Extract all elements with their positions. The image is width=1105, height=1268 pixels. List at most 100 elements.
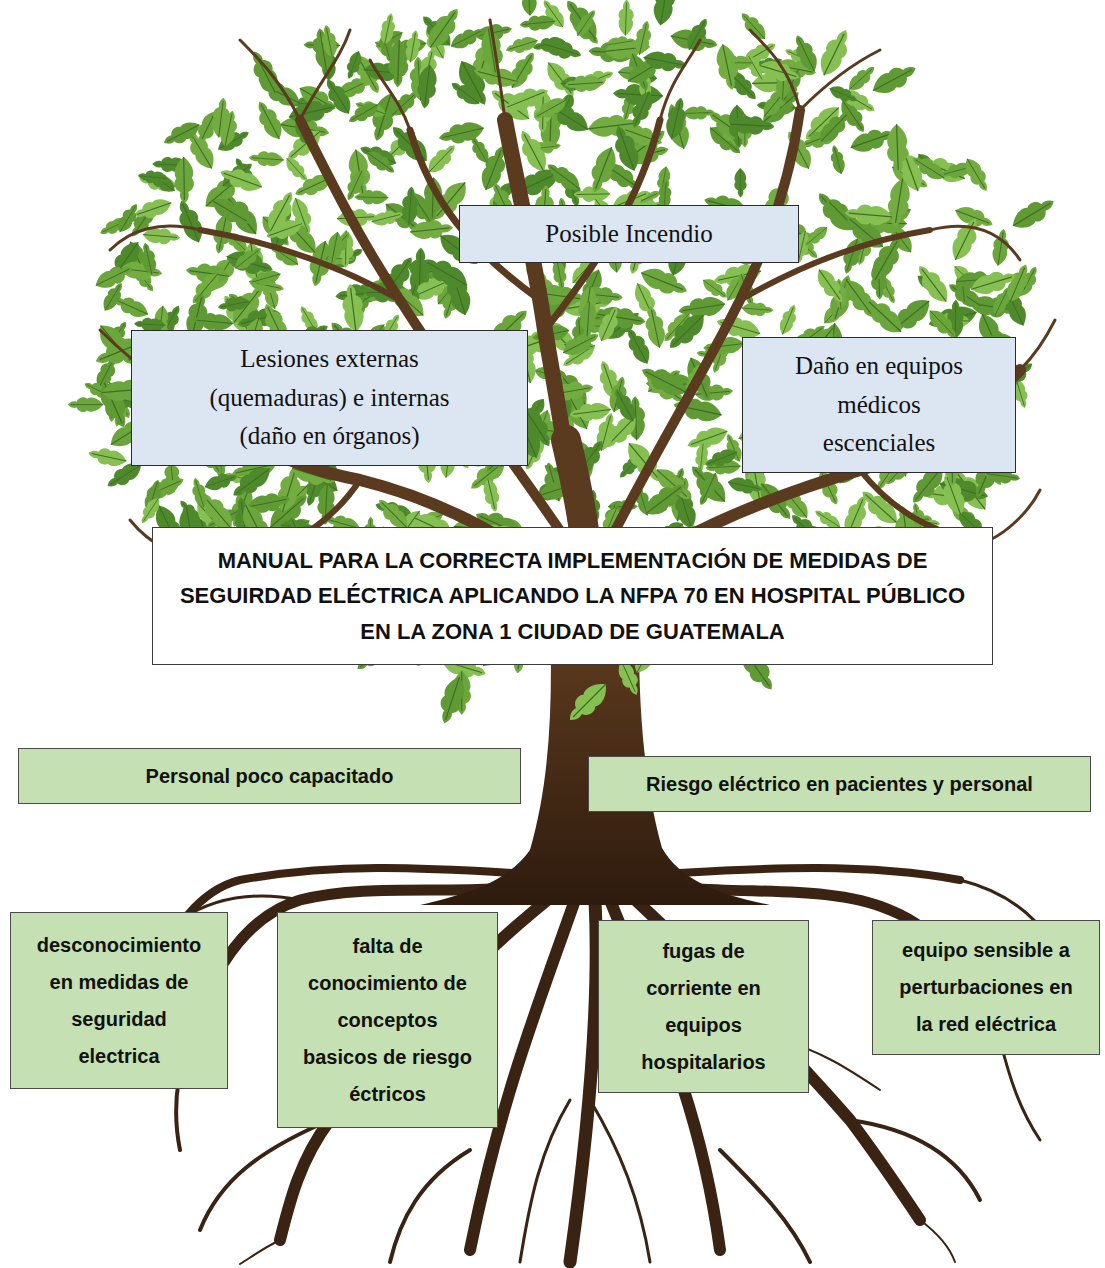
leaf-vein <box>96 269 130 285</box>
leaf-blade <box>637 361 690 402</box>
leaf <box>868 59 920 99</box>
leaf-blade <box>320 75 356 118</box>
leaf <box>543 158 585 195</box>
leaf <box>947 214 985 264</box>
leaf-vein <box>213 201 247 221</box>
leaf <box>504 82 551 115</box>
leaf-blade <box>685 423 731 454</box>
leaf <box>378 12 398 46</box>
leaf-blade <box>694 470 723 508</box>
leaf-vein <box>221 301 250 307</box>
leaf-blade <box>92 260 136 293</box>
leaf <box>248 274 286 296</box>
leaf <box>618 0 634 36</box>
leaf-vein <box>588 123 633 129</box>
leaf-vein <box>896 179 903 223</box>
leaf-blade <box>137 169 168 184</box>
leaf-vein <box>740 168 741 195</box>
leaf-blade <box>632 19 654 56</box>
leaf <box>68 397 104 412</box>
leaf <box>401 186 420 225</box>
leaf <box>814 25 855 80</box>
leaf-blade <box>618 0 634 36</box>
leaf-blade <box>637 263 691 301</box>
leaf-blade <box>741 301 774 316</box>
leaf <box>264 216 305 244</box>
leaf-blade <box>187 268 225 308</box>
leaf-vein <box>329 82 349 113</box>
leaf-vein <box>204 496 231 528</box>
leaf <box>909 152 949 185</box>
leaf <box>87 445 128 469</box>
leaf-vein <box>205 477 235 487</box>
leaf-vein <box>252 158 284 160</box>
leaf-blade <box>815 106 856 147</box>
leaf-vein <box>742 308 771 310</box>
leaf-blade <box>319 24 339 59</box>
leaf-vein <box>110 465 141 484</box>
leaf-blade <box>569 401 612 423</box>
leaf-vein <box>105 285 120 310</box>
leaf-blade <box>587 112 639 139</box>
leaf-blade <box>422 3 465 53</box>
leaf-vein <box>576 193 609 195</box>
leaf-vein <box>430 12 455 47</box>
leaf-vein <box>824 34 844 76</box>
leaf <box>541 36 584 64</box>
leaf <box>632 19 654 56</box>
leaf-vein <box>398 40 400 84</box>
leaf-blade <box>776 302 801 337</box>
leaf-vein <box>224 173 262 187</box>
leaf-blade <box>87 445 128 469</box>
leaf <box>217 163 265 196</box>
leaf-vein <box>830 88 855 99</box>
leaf <box>734 168 747 197</box>
leaf <box>246 47 284 97</box>
leaf-vein <box>875 241 897 279</box>
leaf <box>651 0 679 27</box>
leaf <box>585 144 621 197</box>
leaf-vein <box>488 479 495 509</box>
leaf-vein <box>349 171 362 198</box>
leaf <box>594 304 624 345</box>
leaf-vein <box>986 474 1017 478</box>
leaf-vein <box>573 410 611 415</box>
leaf-vein <box>446 677 460 720</box>
leaf-blade <box>340 283 366 334</box>
leaf-vein <box>143 498 158 521</box>
leaf-vein <box>287 158 306 179</box>
leaf-vein <box>709 466 741 468</box>
leaf-vein <box>847 280 871 313</box>
leaf-vein <box>528 0 530 16</box>
leaf-vein <box>550 167 579 189</box>
leaf-vein <box>451 31 480 46</box>
leaf-vein <box>834 148 841 174</box>
leaf-vein <box>261 105 279 139</box>
tree-part <box>200 1120 330 1230</box>
leaf-vein <box>672 101 681 139</box>
leaf-vein <box>367 152 392 170</box>
leaf <box>563 677 614 728</box>
leaf-blade <box>437 119 486 148</box>
leaf-vein <box>660 0 667 25</box>
leaf-blade <box>252 98 287 144</box>
leaf-vein <box>702 473 716 503</box>
leaf-blade <box>594 304 624 345</box>
leaf-blade <box>909 152 949 185</box>
leaf <box>637 361 690 402</box>
leaf <box>520 0 537 16</box>
leaf-blade <box>248 150 284 167</box>
leaf-vein <box>327 28 333 58</box>
leaf-vein <box>916 160 945 178</box>
leaf-blade <box>609 123 644 174</box>
leaf-vein <box>143 235 177 238</box>
leaf-blade <box>208 193 254 231</box>
leaf-blade <box>579 301 598 340</box>
leaf-blade <box>640 477 690 522</box>
leaf-vein <box>847 239 857 271</box>
leaf-vein <box>183 157 185 200</box>
leaf-vein <box>269 224 302 236</box>
leaf-vein <box>351 105 378 120</box>
leaf-vein <box>617 94 663 96</box>
leaf <box>815 106 856 147</box>
